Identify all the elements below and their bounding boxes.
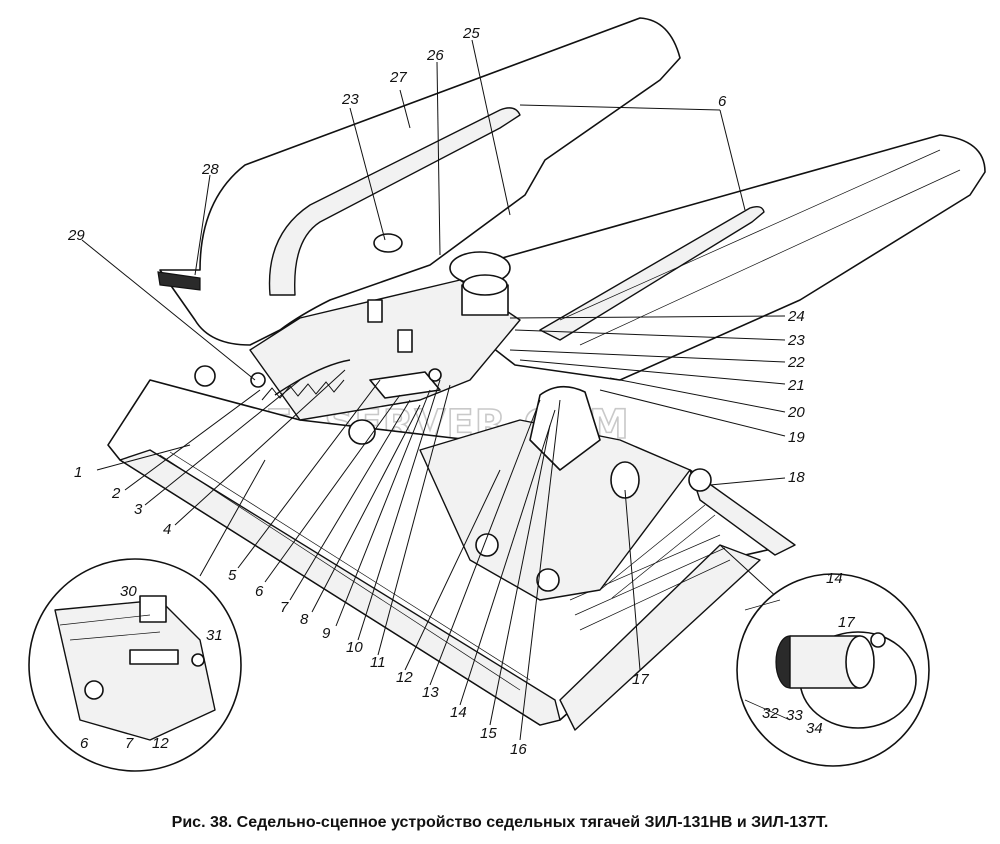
callout-23-top: 23 — [341, 91, 359, 108]
inset-left-callout-30: 30 — [120, 583, 137, 600]
callout-9: 9 — [322, 625, 331, 642]
callout-6-top: 6 — [718, 93, 727, 110]
inset-right-callout-33: 33 — [786, 707, 803, 724]
callout-4: 4 — [163, 521, 171, 538]
inset-left-callout-7: 7 — [125, 735, 134, 752]
callout-25: 25 — [462, 25, 480, 42]
callout-12: 12 — [396, 669, 413, 686]
inset-left-callout-6: 6 — [80, 735, 89, 752]
inset-left-callout-12: 12 — [152, 735, 169, 752]
callout-15: 15 — [480, 725, 497, 742]
inset-right-callout-32: 32 — [762, 705, 779, 722]
callout-18: 18 — [788, 469, 805, 486]
callout-27: 27 — [389, 69, 407, 86]
callout-20: 20 — [787, 404, 805, 421]
right-inset-labels: 14 17 32 33 34 — [762, 570, 855, 737]
callout-28: 28 — [201, 161, 219, 178]
callout-16: 16 — [510, 741, 527, 758]
callout-21: 21 — [787, 377, 805, 394]
callout-24: 24 — [787, 308, 805, 325]
leader-lines — [81, 39, 786, 741]
callout-22: 22 — [787, 354, 805, 371]
callout-2: 2 — [111, 485, 121, 502]
right-plate-half — [469, 134, 986, 381]
left-plate-half — [157, 17, 681, 346]
right-detail-inset — [736, 573, 930, 767]
lock-mechanism — [249, 251, 521, 445]
callout-19: 19 — [788, 429, 805, 446]
callout-labels: 1 2 3 4 5 6 7 8 9 10 11 12 13 14 15 16 1… — [67, 25, 805, 758]
figure-caption: Рис. 38. Седельно-сцепное устройство сед… — [171, 814, 829, 831]
callout-1: 1 — [74, 464, 82, 481]
inset-right-callout-17: 17 — [838, 614, 855, 631]
callout-6-lower: 6 — [255, 583, 264, 600]
callout-11: 11 — [370, 654, 386, 671]
callout-14: 14 — [450, 704, 467, 721]
callout-23-right: 23 — [787, 332, 805, 349]
callout-7: 7 — [280, 599, 289, 616]
callout-13: 13 — [422, 684, 439, 701]
saddle-support — [194, 365, 712, 601]
callout-29: 29 — [67, 227, 85, 244]
callout-5: 5 — [228, 567, 237, 584]
callout-26: 26 — [426, 47, 444, 64]
callout-17: 17 — [632, 671, 649, 688]
inset-right-callout-14: 14 — [826, 570, 843, 587]
callout-3: 3 — [134, 501, 143, 518]
inset-left-callout-31: 31 — [206, 627, 223, 644]
left-inset-labels: 30 31 6 7 12 — [80, 583, 223, 752]
inset-right-callout-34: 34 — [806, 720, 823, 737]
left-detail-inset — [28, 558, 242, 772]
callout-8: 8 — [300, 611, 309, 628]
callout-10: 10 — [346, 639, 363, 656]
